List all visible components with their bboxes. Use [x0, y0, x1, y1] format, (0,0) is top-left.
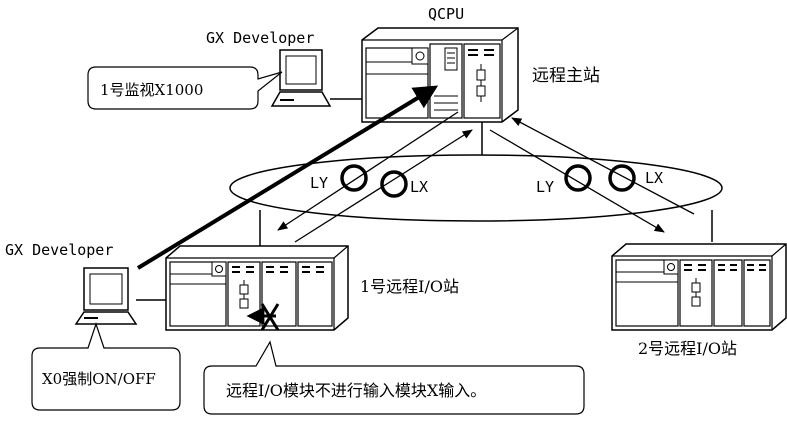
arrow-master-to-remote1 [277, 111, 459, 231]
arrow-monitor-thick [136, 85, 439, 270]
remote2-label: 2号远程I/O站 [638, 339, 737, 358]
remote1-label: 1号远程I/O站 [360, 277, 459, 296]
gx-developer-left-label: GX Developer [5, 241, 113, 259]
remote1-rack [165, 245, 349, 331]
link-circle-ly-right [564, 164, 592, 192]
link-circle-lx-right [608, 164, 636, 192]
network-ellipse [229, 154, 723, 222]
callout-force-bubble [31, 322, 181, 411]
arrow-remote1-to-master [294, 129, 473, 243]
master-station-label: 远程主站 [532, 66, 600, 86]
master-station-rack [361, 27, 519, 123]
blocked-x-icon [260, 303, 280, 331]
ly-left-label: LY [310, 174, 328, 192]
lx-right-label: LX [645, 169, 663, 187]
arrow-remote2-to-master [511, 117, 695, 215]
ly-right-label: LY [536, 178, 554, 196]
callout-monitor-text: 1号监视X1000 [100, 81, 203, 99]
lx-left-label: LX [410, 178, 428, 196]
callout-force-text: X0强制ON/OFF [42, 370, 156, 388]
arrow-master-to-remote2 [489, 129, 665, 233]
gx-developer-top-label: GX Developer [206, 29, 314, 47]
callout-monitor-bubble [87, 66, 283, 110]
laptop-icon-top [270, 49, 332, 107]
laptop-icon-left [74, 267, 138, 325]
link-circle-lx-left [380, 170, 408, 198]
remote2-rack [611, 243, 787, 331]
qcpu-label: QCPU [428, 5, 464, 23]
callout-note-text: 远程I/O模块不进行输入模块X输入。 [226, 381, 486, 400]
callout-note-bubble [203, 340, 585, 415]
